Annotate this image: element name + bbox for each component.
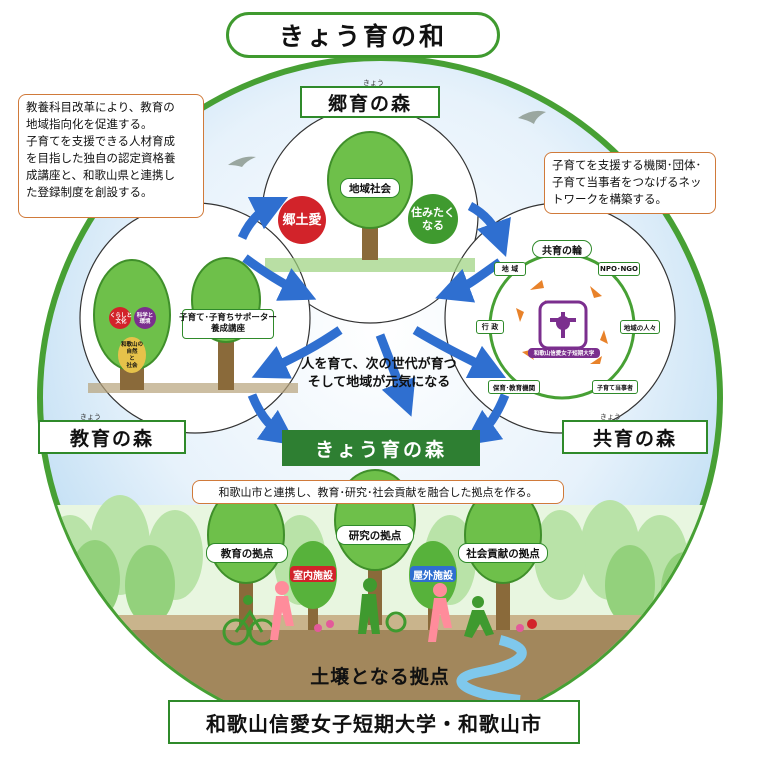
research-base-tag: 研究の拠点 [336, 525, 414, 545]
page-title: きょう育の和 [226, 12, 500, 58]
right-callout: 子育てを支援する機関･団体･ 子育て当事者をつなげるネッ トワークを構築する。 [544, 152, 716, 214]
left-forest-ruby: きょう [80, 413, 101, 421]
center-forest-label: きょう育の森 [282, 430, 480, 466]
social-base-tag: 社会貢献の拠点 [458, 543, 548, 563]
ring-node-npo: NPO･NGO [598, 262, 640, 276]
life-culture-line: くらしと [110, 313, 133, 319]
right-callout-line: トワークを構築する。 [552, 192, 667, 206]
right-forest-ruby: きょう [600, 413, 621, 421]
people-silhouettes [222, 578, 537, 646]
right-forest-label: 共育の森 [562, 420, 708, 454]
education-base-tag: 教育の拠点 [206, 543, 288, 563]
indoor-facility-tag: 室内施設 [290, 566, 336, 582]
flow-arrows [237, 196, 511, 446]
center-callout: 和歌山市と連携し、教育･研究･社会貢献を融合した拠点を作る。 [192, 480, 564, 504]
community-tag: 地域社会 [340, 178, 400, 198]
center-message-line: そして地域が元気になる [307, 375, 451, 390]
life-culture-label: くらしと 文化 [110, 312, 132, 326]
left-callout-line: 教養科目改革により、教育の [26, 100, 175, 114]
supporter-course-sign: 子育て･子育ちサポーター 養成講座 [179, 309, 277, 339]
wakayama-nature-label: 和歌山の 自然 と 社会 [120, 340, 144, 372]
top-forest-label: 郷育の森 [300, 86, 440, 118]
hometown-love-circle: 郷土愛 [278, 196, 326, 244]
center-message: 人を育て、次の世代が育つ そして地域が元気になる [284, 356, 474, 392]
center-message-line: 人を育て、次の世代が育つ [301, 357, 457, 372]
supporter-course-line: 養成講座 [210, 324, 245, 334]
left-forest-label: 教育の森 [38, 420, 186, 454]
right-callout-line: 子育て当事者をつなげるネッ [552, 175, 702, 189]
left-callout: 教養科目改革により、教育の 地域指向化を促進する。 子育てを支援できる人材育成 … [18, 94, 204, 218]
college-hub-label: 和歌山信愛女子短期大学 [528, 348, 600, 358]
want-to-live-line: なる [422, 219, 444, 232]
organizations-label: 和歌山信愛女子短期大学・和歌山市 [168, 700, 580, 744]
bird-icon [228, 156, 256, 167]
outdoor-facility-tag: 屋外施設 [410, 566, 456, 582]
life-culture-line: 文化 [115, 319, 127, 325]
left-callout-line: を目指した独自の認定資格養 [26, 151, 176, 165]
want-to-live-line: 住みたく [411, 206, 455, 219]
left-tree-big [93, 259, 171, 390]
ring-node-schools: 保育･教育機関 [488, 380, 540, 394]
right-callout-line: 子育てを支援する機関･団体･ [552, 158, 702, 172]
ring-node-government: 行 政 [476, 320, 504, 334]
foundation-label: 土壌となる拠点 [310, 666, 450, 688]
bird-icon [518, 110, 546, 124]
wakayama-nature-line: と [129, 356, 135, 362]
left-callout-line: 成講座と、和歌山県と連携し [26, 168, 176, 182]
ring-node-locals: 地域の人々 [620, 320, 660, 334]
top-forest-ruby: きょう [363, 79, 384, 87]
left-callout-line: 地域指向化を促進する。 [26, 117, 153, 131]
science-environment-line: 科学と [136, 313, 154, 319]
wakayama-nature-line: 社会 [126, 363, 138, 369]
left-callout-line: 子育てを支援できる人材育成 [26, 134, 176, 148]
left-callout-line: た登録制度を創設する。 [26, 185, 153, 199]
ring-node-region: 地 域 [494, 262, 526, 276]
network-ring-label: 共育の輪 [532, 240, 592, 258]
science-environment-line: 環境 [139, 319, 151, 325]
wakayama-nature-line: 和歌山の [120, 342, 143, 348]
want-to-live-circle: 住みたく なる [408, 194, 458, 244]
supporter-course-line: 子育て･子育ちサポーター [179, 313, 277, 323]
wakayama-nature-line: 自然 [126, 349, 138, 355]
science-environment-label: 科学と 環境 [134, 312, 156, 326]
ring-node-parents: 子育て当事者 [592, 380, 638, 394]
